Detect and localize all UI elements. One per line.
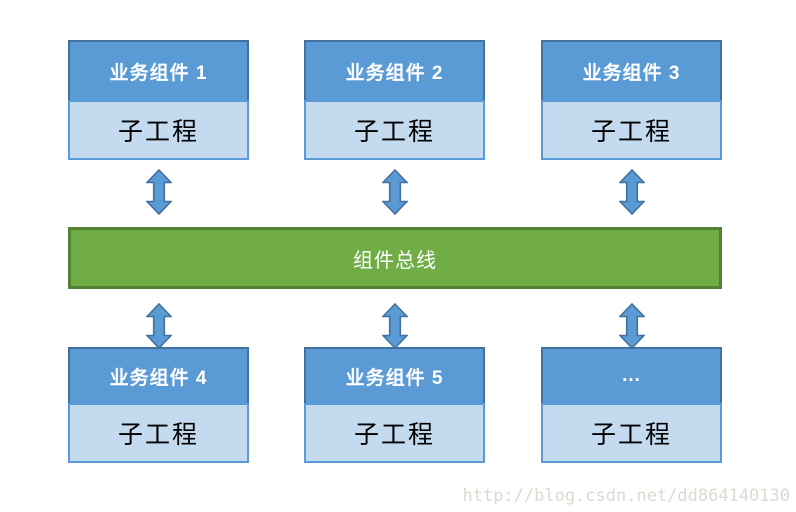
subproject-label: 子工程 xyxy=(68,100,249,160)
component-box-4: 业务组件 4 子工程 xyxy=(68,347,249,463)
double-arrow-icon xyxy=(382,303,408,349)
component-box-5: 业务组件 5 子工程 xyxy=(304,347,485,463)
component-bus-label: 组件总线 xyxy=(353,249,437,272)
component-box-title: 业务组件 4 xyxy=(68,347,249,403)
component-box-title: ... xyxy=(541,347,722,403)
subproject-label: 子工程 xyxy=(68,403,249,463)
component-box-3: 业务组件 3 子工程 xyxy=(541,40,722,160)
component-box-title: 业务组件 1 xyxy=(68,40,249,100)
double-arrow-icon xyxy=(382,169,408,215)
component-bus-bar: 组件总线 xyxy=(68,227,722,289)
double-arrow-icon xyxy=(146,169,172,215)
subproject-label: 子工程 xyxy=(304,100,485,160)
double-arrow-icon xyxy=(146,303,172,349)
component-box-title: 业务组件 2 xyxy=(304,40,485,100)
watermark-url: http://blog.csdn.net/dd864140130 xyxy=(462,486,790,506)
subproject-label: 子工程 xyxy=(304,403,485,463)
double-arrow-icon xyxy=(619,303,645,349)
component-box-2: 业务组件 2 子工程 xyxy=(304,40,485,160)
subproject-label: 子工程 xyxy=(541,100,722,160)
component-box-ellipsis: ... 子工程 xyxy=(541,347,722,463)
component-box-1: 业务组件 1 子工程 xyxy=(68,40,249,160)
component-box-title: 业务组件 5 xyxy=(304,347,485,403)
double-arrow-icon xyxy=(619,169,645,215)
component-box-title: 业务组件 3 xyxy=(541,40,722,100)
subproject-label: 子工程 xyxy=(541,403,722,463)
